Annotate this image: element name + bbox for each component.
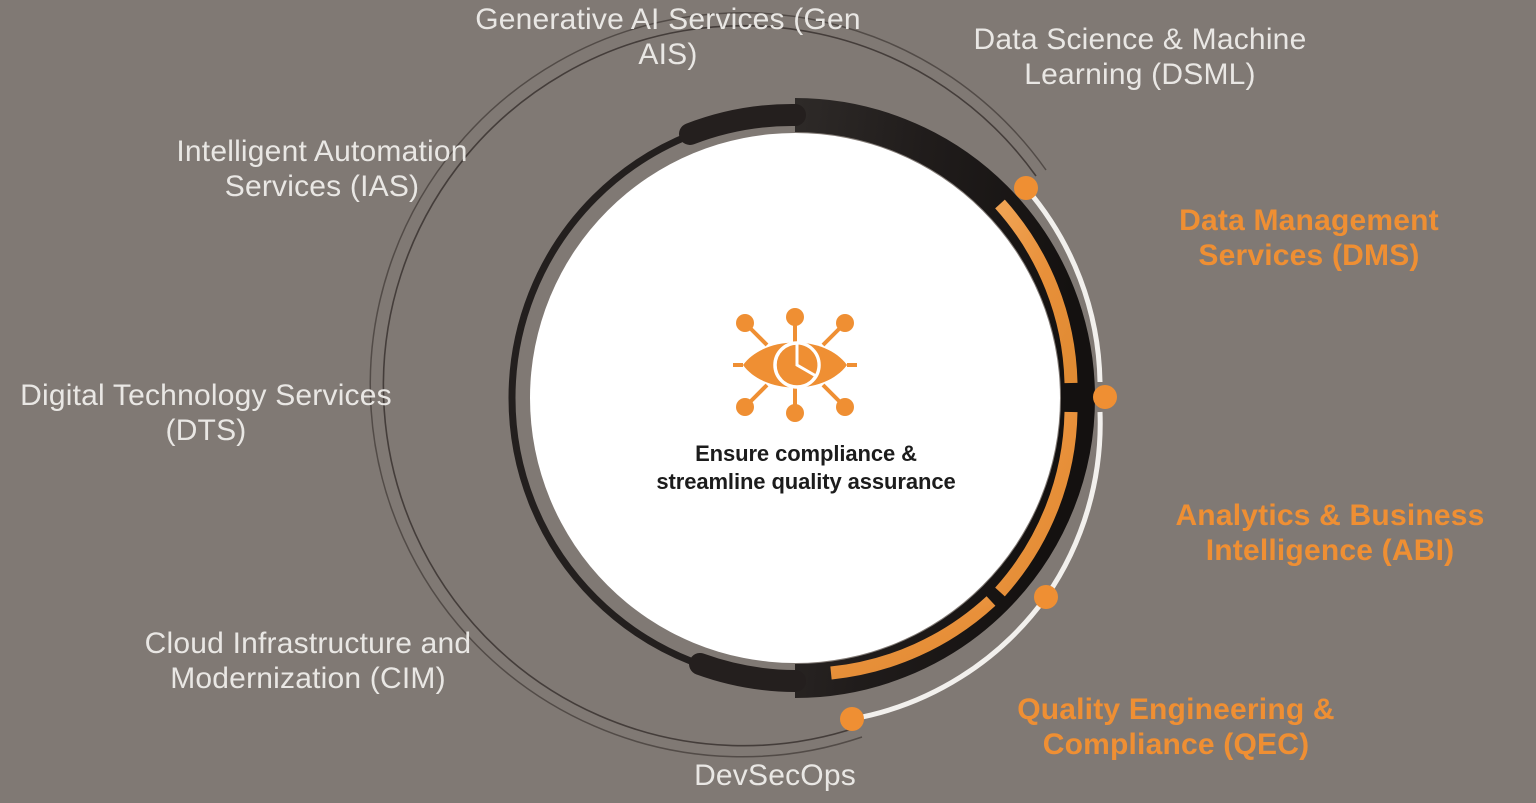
marker-abi-end-dot[interactable] xyxy=(1034,585,1058,609)
segment-label-dsml[interactable]: Data Science & Machine Learning (DSML) xyxy=(973,23,1307,92)
segment-label-dts[interactable]: Digital Technology Services (DTS) xyxy=(20,379,392,448)
outer-guide-arcs xyxy=(369,12,1047,758)
orange-progress-arc xyxy=(830,199,1078,680)
segment-label-devsecops[interactable]: DevSecOps xyxy=(694,759,856,792)
marker-qec-end-dot[interactable] xyxy=(840,707,864,731)
segment-label-dms[interactable]: Data Management Services (DMS) xyxy=(1179,204,1439,273)
segment-label-ias[interactable]: Intelligent Automation Services (IAS) xyxy=(176,135,468,204)
marker-dms-end-dot[interactable] xyxy=(1093,385,1117,409)
center-caption: Ensure compliance & streamline quality a… xyxy=(656,441,956,495)
eye-pie-chart-icon xyxy=(733,308,857,422)
segment-label-abi[interactable]: Analytics & Business Intelligence (ABI) xyxy=(1175,499,1485,568)
segment-label-genais[interactable]: Generative AI Services (Gen AIS) xyxy=(475,3,861,72)
marker-dms-start-dot[interactable] xyxy=(1014,176,1038,200)
white-outer-arc xyxy=(851,186,1103,722)
segment-markers xyxy=(840,176,1117,731)
segment-label-cim[interactable]: Cloud Infrastructure and Modernization (… xyxy=(144,627,472,696)
segment-label-qec[interactable]: Quality Engineering & Compliance (QEC) xyxy=(1017,693,1335,762)
